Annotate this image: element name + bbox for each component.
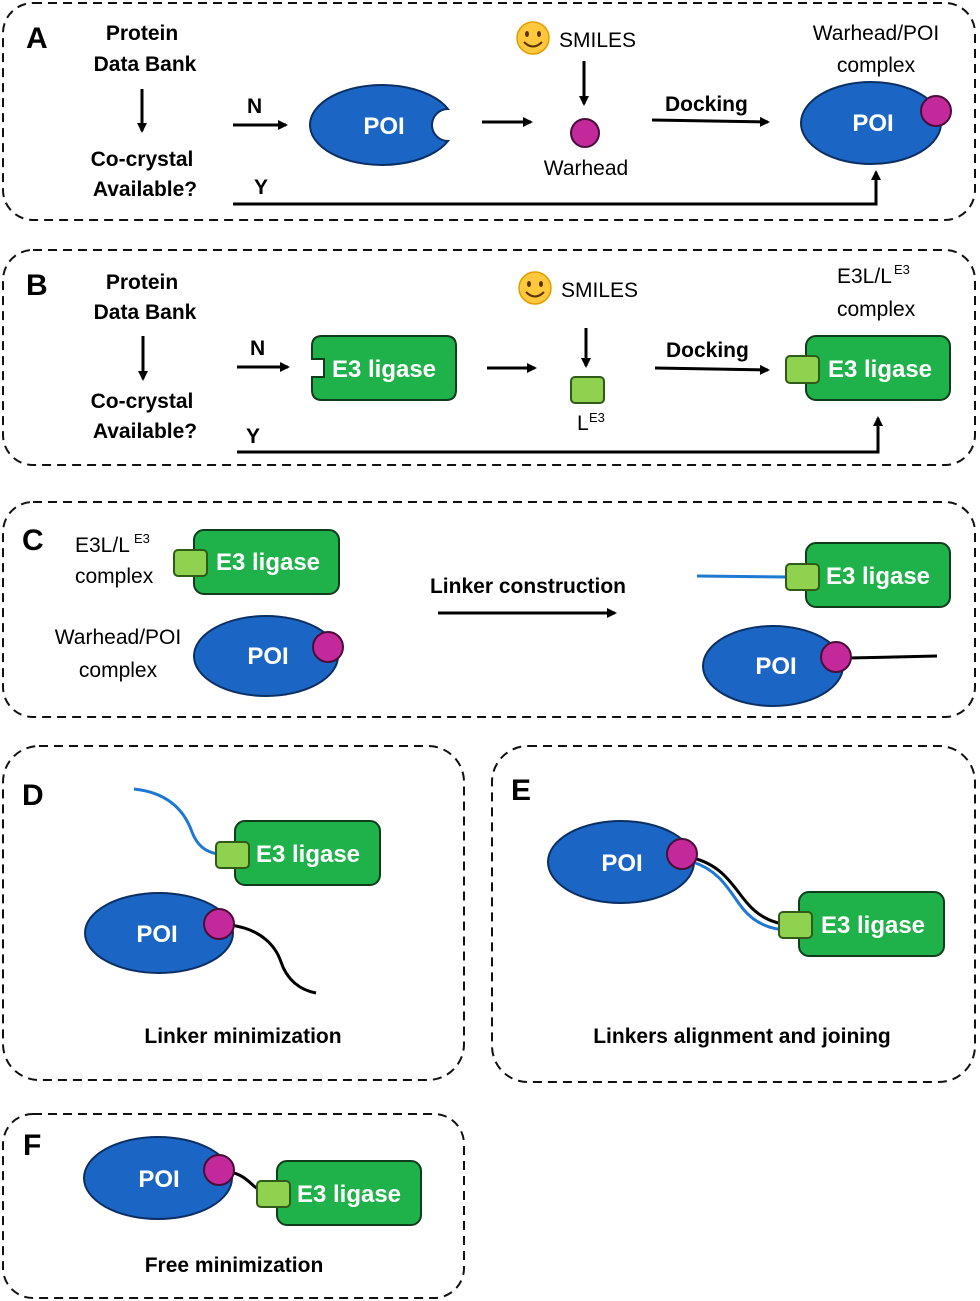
e3-linker <box>696 574 791 579</box>
e3l-complex-label-superscript: E3 <box>134 531 150 546</box>
complex-ligand <box>785 355 820 384</box>
cocrystal-label-line1: Co-crystal <box>91 148 194 171</box>
cocrystal-label-line2: Available? <box>93 178 197 201</box>
e3-ligand <box>256 1180 291 1208</box>
poi-label: POI <box>136 921 177 948</box>
warhead <box>570 118 600 148</box>
panel-c-label: C <box>22 524 44 557</box>
panel-d-frame <box>2 745 465 1081</box>
ligand-label-base: L <box>577 412 589 435</box>
smiles-label: SMILES <box>559 29 636 52</box>
e3-ligase-label: E3 ligase <box>297 1181 401 1208</box>
docking-arrow <box>654 364 770 375</box>
panel-f-label: F <box>23 1129 41 1162</box>
poi-label: POI <box>138 1166 179 1193</box>
warhead-poi-complex-line2: complex <box>79 659 158 682</box>
linker-minimization-caption: Linker minimization <box>144 1025 341 1048</box>
complex-label-base: E3L/L <box>837 265 892 288</box>
warhead-poi-complex-line1: Warhead/POI <box>55 626 181 649</box>
complex-label-line2: complex <box>837 298 916 321</box>
e3-ligand <box>778 911 813 939</box>
poi-with-pocket <box>309 84 451 166</box>
panel-f-frame <box>2 1113 465 1299</box>
panel-a-label: A <box>26 22 48 55</box>
right-poi-label: POI <box>755 653 796 680</box>
warhead <box>203 1154 235 1186</box>
panel-a-frame <box>2 2 976 221</box>
panel-b-frame <box>2 249 976 466</box>
smiles-label: SMILES <box>561 279 638 302</box>
e3-ligase-label: E3 ligase <box>332 356 436 383</box>
docking-label: Docking <box>665 93 748 116</box>
e3-ligand <box>173 549 208 577</box>
cocrystal-label-line2: Available? <box>93 420 197 443</box>
e3-ligase-with-pocket <box>311 335 457 401</box>
yes-arrow <box>233 170 881 206</box>
right-e3-ligase-label: E3 ligase <box>826 563 930 590</box>
poi-label: POI <box>363 113 404 140</box>
panel-d: D E3 ligase POI Linker minimization <box>2 745 465 1081</box>
panel-b: B Protein Data Bank Co-crystal Available… <box>2 249 976 466</box>
panel-b-label: B <box>26 269 48 302</box>
warhead <box>312 631 344 663</box>
linker-construction-label: Linker construction <box>430 575 626 598</box>
panel-a: A Protein Data Bank Co-crystal Available… <box>2 2 976 221</box>
pdb-label-line2: Data Bank <box>94 53 197 76</box>
no-label: N <box>247 95 262 118</box>
e3-ligase-label: E3 ligase <box>256 841 360 868</box>
yes-arrow <box>237 416 883 454</box>
e3l-complex-label-base: E3L/L <box>75 534 130 557</box>
panel-d-label: D <box>22 779 44 812</box>
e3-ligand <box>570 376 605 404</box>
poi-label: POI <box>247 643 288 670</box>
right-e3-ligand <box>785 563 820 591</box>
poi-linker <box>848 654 938 660</box>
cocrystal-label-line1: Co-crystal <box>91 390 194 413</box>
poi <box>84 892 234 974</box>
panel-c: C E3L/L E3 complex E3 ligase Warhead/POI… <box>2 501 976 718</box>
complex-e3-label: E3 ligase <box>828 356 932 383</box>
complex-label-superscript: E3 <box>894 262 910 277</box>
free-minimization-caption: Free minimization <box>145 1254 324 1277</box>
no-label: N <box>250 337 265 360</box>
docking-label: Docking <box>666 339 749 362</box>
e3l-complex-label-line2: complex <box>75 565 154 588</box>
smiley-icon <box>516 21 550 55</box>
pdb-label-line1: Protein <box>106 271 178 294</box>
smiley-icon <box>518 271 552 305</box>
poi-label: POI <box>601 850 642 877</box>
yes-label: Y <box>246 425 260 448</box>
panel-e-label: E <box>511 774 531 807</box>
e3-ligand <box>215 841 250 869</box>
e3-linker <box>692 860 791 932</box>
yes-label: Y <box>254 176 268 199</box>
e3-ligase-label: E3 ligase <box>216 549 320 576</box>
linkers-alignment-caption: Linkers alignment and joining <box>593 1025 891 1048</box>
panel-f: F POI E3 ligase Free minimization <box>2 1113 465 1299</box>
e3-linker <box>133 787 219 856</box>
e3-ligase-label: E3 ligase <box>821 912 925 939</box>
right-warhead <box>820 641 852 673</box>
ligand-label-superscript: E3 <box>589 410 605 425</box>
warhead-label: Warhead <box>544 157 628 180</box>
warhead-poi-complex-line1: Warhead/POI <box>813 22 939 45</box>
docking-arrow <box>651 116 770 127</box>
warhead <box>203 908 235 940</box>
warhead <box>666 838 698 870</box>
poi-linker <box>692 856 793 927</box>
panel-c-frame <box>2 501 976 718</box>
panel-e: E POI E3 ligase Linkers alignment and jo… <box>491 745 976 1083</box>
pdb-label-line2: Data Bank <box>94 301 197 324</box>
pdb-label-line1: Protein <box>106 22 178 45</box>
warhead-poi-complex-line2: complex <box>837 54 916 77</box>
poi-linker <box>229 923 317 995</box>
complex-poi-label: POI <box>852 110 893 137</box>
complex-warhead <box>920 95 952 127</box>
panel-e-frame <box>491 745 976 1083</box>
